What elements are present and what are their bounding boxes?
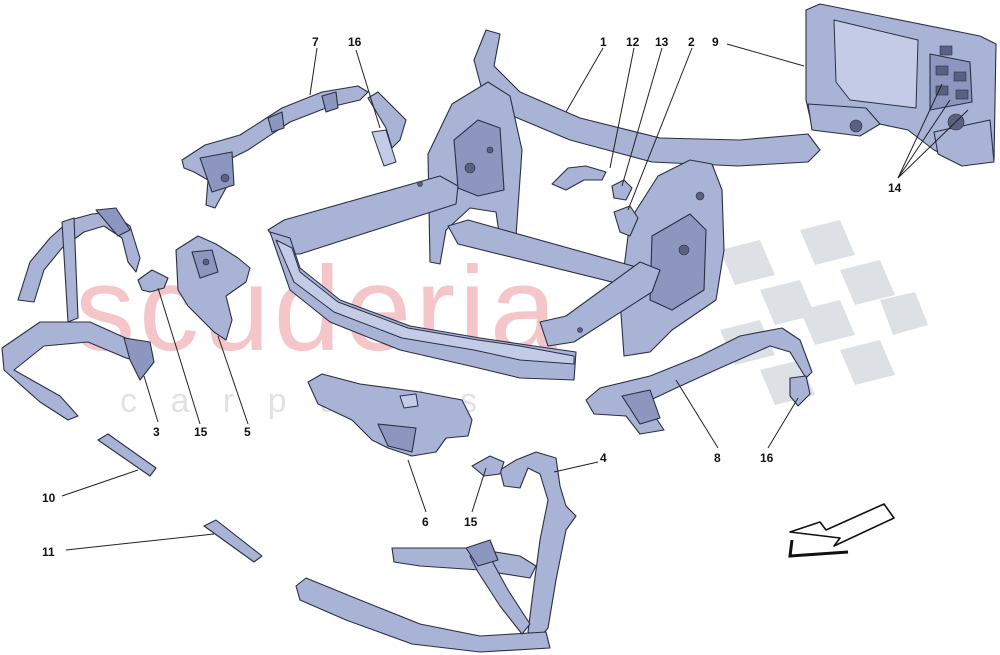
callout-1: 1 [600, 35, 607, 49]
callout-14: 14 [888, 181, 902, 195]
callout-12: 12 [626, 35, 640, 49]
arrow-down-left-icon [788, 503, 895, 558]
callout-labels: 7 16 1 12 13 2 9 14 3 15 5 10 11 6 15 4 … [42, 35, 902, 559]
callout-8: 8 [714, 451, 721, 465]
part-12-bracket [551, 165, 607, 191]
part-6-central-bracket [307, 373, 473, 457]
callout-2: 2 [688, 35, 695, 49]
callout-16-upper: 16 [348, 35, 362, 49]
part-5-bracket-assembly [175, 235, 251, 341]
checkered-flag-watermark [720, 220, 928, 405]
part-1-front-subframe [267, 29, 821, 381]
leader-lines [61, 43, 969, 551]
callout-4: 4 [600, 451, 607, 465]
callout-3: 3 [153, 425, 160, 439]
part-4-lower-front-frame [295, 451, 577, 653]
callout-13: 13 [655, 35, 669, 49]
callout-5: 5 [244, 425, 251, 439]
callout-15-lower: 15 [464, 515, 478, 529]
callout-11: 11 [42, 545, 55, 559]
callout-9: 9 [712, 35, 719, 49]
callout-7: 7 [312, 35, 319, 49]
part-16-bracket-right [789, 375, 811, 407]
part-10-strip [97, 433, 157, 477]
part-13-bracket [611, 179, 633, 201]
part-7-upper-rail-left [181, 85, 369, 209]
part-15-bracket-left [137, 269, 169, 293]
callout-10: 10 [42, 491, 56, 505]
part-16-bracket-upper [367, 91, 407, 167]
part-9-rear-panel [805, 3, 997, 167]
part-2-bracket [613, 205, 639, 237]
callout-16-right: 16 [760, 451, 774, 465]
callout-15-left: 15 [194, 425, 208, 439]
part-15-bracket-lower [471, 455, 505, 477]
part-8-lower-rail-right [585, 327, 813, 435]
part-3-left-arch [1, 207, 155, 421]
part-11-strip [203, 519, 263, 563]
callout-6: 6 [422, 515, 429, 529]
